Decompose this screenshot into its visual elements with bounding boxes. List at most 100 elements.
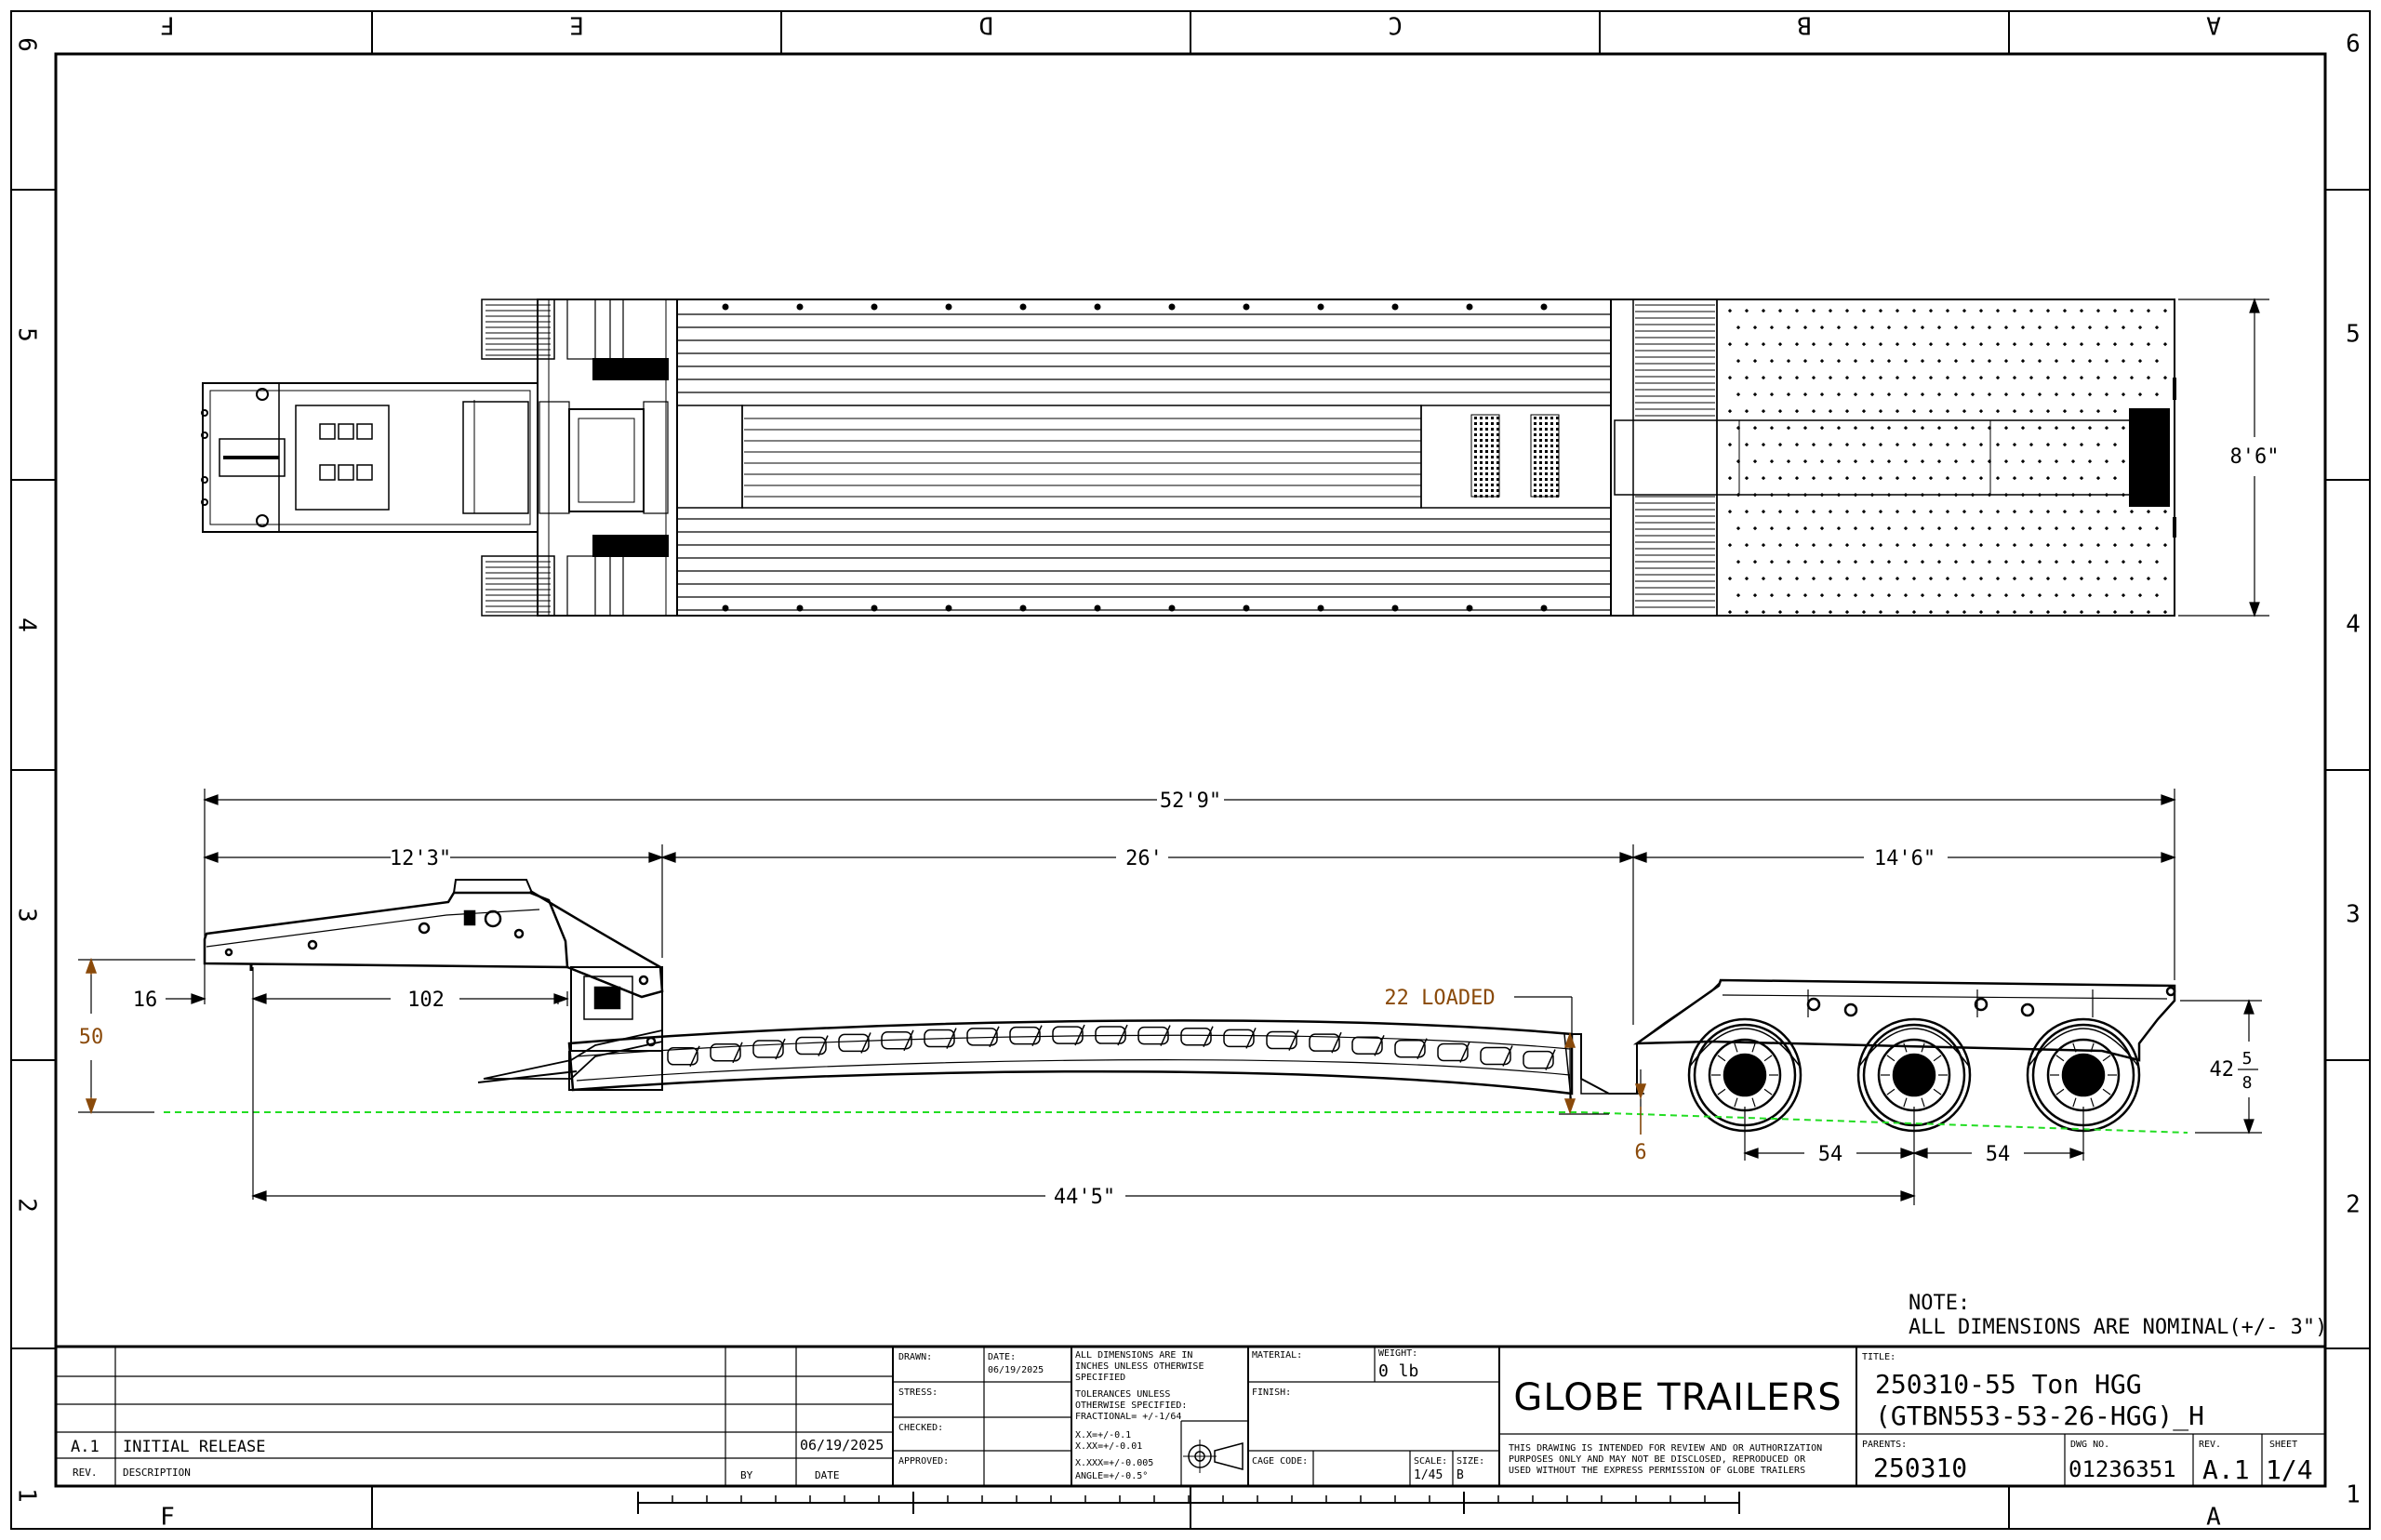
plate-dot bbox=[1736, 592, 1741, 598]
plate-dot bbox=[2054, 459, 2059, 464]
plate-dot bbox=[1945, 341, 1950, 347]
plate-dot bbox=[1769, 559, 1775, 564]
grate-dot bbox=[1534, 495, 1536, 498]
plate-dot bbox=[2070, 358, 2076, 364]
deck-web-hole bbox=[838, 1033, 870, 1053]
plate-dot bbox=[1886, 425, 1892, 431]
plate-dot bbox=[2112, 543, 2118, 548]
plate-dot bbox=[1853, 325, 1858, 330]
plate-dot bbox=[1794, 408, 1800, 414]
plate-dot bbox=[1878, 510, 1883, 514]
plate-dot bbox=[2129, 408, 2135, 414]
plate-dot bbox=[2079, 408, 2084, 414]
plate-dot bbox=[1878, 543, 1883, 548]
grate-dot bbox=[1485, 461, 1488, 464]
plate-dot bbox=[2162, 408, 2168, 414]
plate-dot bbox=[1903, 358, 1909, 364]
note-title: NOTE: bbox=[1909, 1292, 1970, 1315]
plate-dot bbox=[1828, 510, 1833, 514]
deck-web-hole bbox=[1095, 1026, 1126, 1044]
plate-dot bbox=[2129, 510, 2135, 514]
grate-dot bbox=[1550, 417, 1553, 419]
plate-dot bbox=[2162, 308, 2168, 313]
scale-label: SCALE: bbox=[1414, 1456, 1447, 1467]
sheet-border bbox=[10, 10, 2371, 1530]
plate-dot bbox=[1786, 525, 1791, 531]
plate-dot bbox=[1794, 476, 1800, 481]
rev-description: INITIAL RELEASE bbox=[123, 1438, 266, 1456]
plate-dot bbox=[1895, 442, 1900, 447]
plate-dot bbox=[1911, 308, 1917, 313]
plate-dot bbox=[2162, 609, 2168, 615]
ground-clearance-label: 6 bbox=[1634, 1141, 1646, 1164]
zone-left-1: 1 bbox=[13, 1488, 41, 1503]
grate-dot bbox=[1545, 422, 1548, 425]
plate-dot bbox=[1953, 525, 1959, 531]
plate-dot bbox=[2146, 610, 2151, 615]
grate-dot bbox=[1550, 478, 1553, 481]
deck-bolt bbox=[1540, 604, 1548, 612]
plate-dot bbox=[1886, 592, 1892, 598]
plate-dot bbox=[1945, 408, 1950, 414]
grate-dot bbox=[1556, 484, 1559, 486]
plate-dot bbox=[1861, 341, 1867, 347]
plate-dot bbox=[2029, 577, 2034, 581]
plate-dot bbox=[2129, 375, 2135, 380]
plate-dot bbox=[1978, 542, 1984, 548]
plate-dot bbox=[2003, 559, 2009, 564]
plate-dot bbox=[2079, 341, 2084, 347]
plate-dot bbox=[1995, 576, 2001, 581]
deck-bolt bbox=[1168, 604, 1176, 612]
plate-dot bbox=[2012, 543, 2017, 548]
plate-dot bbox=[2095, 577, 2101, 581]
plate-dot bbox=[2162, 341, 2168, 347]
plate-dot bbox=[2020, 526, 2026, 531]
plate-dot bbox=[1987, 325, 1992, 330]
plate-dot bbox=[2146, 376, 2151, 380]
plate-dot bbox=[1744, 476, 1749, 481]
plate-dot bbox=[1819, 559, 1825, 564]
plate-dot bbox=[1819, 425, 1825, 431]
plate-dot bbox=[2112, 510, 2118, 514]
plate-dot bbox=[1761, 375, 1766, 380]
grate-dot bbox=[1485, 445, 1488, 447]
plate-dot bbox=[2070, 525, 2076, 531]
plate-dot bbox=[2087, 392, 2093, 397]
grate-dot bbox=[1545, 433, 1548, 436]
rev-label: REV. bbox=[2199, 1440, 2221, 1450]
plate-dot bbox=[1920, 358, 1925, 364]
plate-dot bbox=[2012, 308, 2017, 313]
plate-dot bbox=[2095, 609, 2101, 615]
plate-dot bbox=[1878, 308, 1883, 313]
plate-dot bbox=[2129, 543, 2135, 548]
plate-dot bbox=[2054, 325, 2059, 330]
plate-dot bbox=[1828, 609, 1833, 615]
plate-dot bbox=[1886, 492, 1892, 498]
plate-dot bbox=[2087, 525, 2093, 531]
plate-dot bbox=[1928, 376, 1934, 380]
rev-date: 06/19/2025 bbox=[800, 1437, 884, 1454]
plate-dot bbox=[1895, 308, 1900, 313]
finish-label: FINISH: bbox=[1252, 1387, 1291, 1398]
plate-dot bbox=[2045, 341, 2051, 347]
plate-dot bbox=[2112, 609, 2118, 615]
plate-dot bbox=[1869, 493, 1875, 498]
grate-dot bbox=[1480, 422, 1483, 425]
grate-dot bbox=[1556, 445, 1559, 447]
plate-dot bbox=[2079, 475, 2084, 481]
grate-dot bbox=[1485, 467, 1488, 470]
plate-dot bbox=[2137, 392, 2143, 397]
plate-dot bbox=[2003, 525, 2009, 531]
kingpin-to-axle-label: 44'5" bbox=[1054, 1186, 1115, 1209]
plate-dot bbox=[1752, 525, 1758, 531]
zone-left-6: 6 bbox=[13, 37, 41, 52]
plate-dot bbox=[1794, 509, 1800, 514]
plate-dot bbox=[2062, 576, 2068, 581]
stress-label: STRESS: bbox=[898, 1387, 938, 1398]
grate-dot bbox=[1474, 472, 1477, 475]
grate-dot bbox=[1491, 445, 1494, 447]
plate-dot bbox=[2146, 476, 2151, 481]
plate-dot bbox=[2020, 325, 2026, 330]
plate-dot bbox=[1945, 475, 1950, 481]
